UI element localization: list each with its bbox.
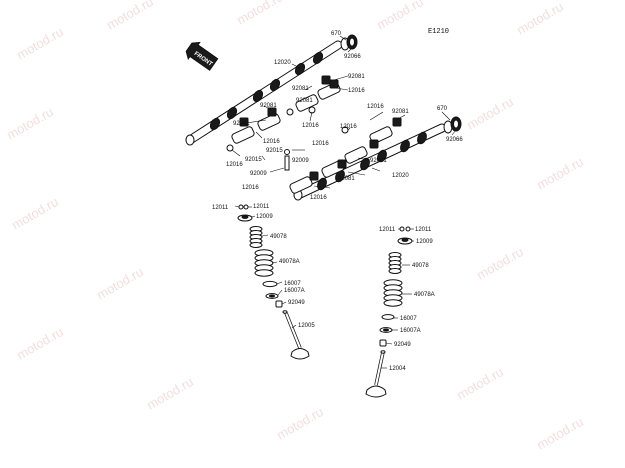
watermark-text: motod.ru bbox=[4, 104, 56, 143]
part-label-12011: 12011 bbox=[415, 227, 432, 233]
diagram-code: E1210 bbox=[428, 28, 449, 36]
part-label-12016: 12016 bbox=[367, 104, 384, 110]
part-label-670: 670 bbox=[331, 31, 342, 37]
part-label-92081: 92081 bbox=[260, 103, 277, 109]
watermark-text: motod.ru bbox=[514, 0, 566, 38]
part-label-92066: 92066 bbox=[446, 137, 463, 143]
camshaft-cap-upper bbox=[340, 34, 358, 51]
part-labels: 670 92066 12020 92081 92081 12016 92081 … bbox=[212, 31, 463, 372]
watermark-text: motod.ru bbox=[374, 0, 426, 33]
valve-assembly-left bbox=[237, 204, 310, 360]
part-label-92081: 92081 bbox=[370, 158, 387, 164]
camshaft-lower bbox=[293, 123, 447, 201]
part-label-92009: 92009 bbox=[292, 158, 309, 164]
valve-spring-inner-left bbox=[249, 226, 263, 248]
part-label-92081: 92081 bbox=[392, 109, 409, 115]
part-label-92049: 92049 bbox=[288, 300, 305, 306]
part-label-12009: 12009 bbox=[256, 214, 273, 220]
watermark-text: motod.ru bbox=[94, 264, 146, 303]
watermark-text: motod.ru bbox=[104, 0, 156, 33]
intake-valve bbox=[365, 350, 387, 398]
watermark-text: motod.ru bbox=[534, 414, 586, 453]
valve-spring-outer-left bbox=[254, 249, 274, 277]
part-label-12016: 12016 bbox=[312, 141, 329, 147]
part-label-12005: 12005 bbox=[298, 323, 315, 329]
part-label-12004: 12004 bbox=[389, 366, 406, 372]
part-label-92009: 92009 bbox=[250, 171, 267, 177]
part-label-92066: 92066 bbox=[344, 54, 361, 60]
watermark-text: motod.ru bbox=[274, 404, 326, 443]
watermark-text: motod.ru bbox=[14, 324, 66, 363]
part-label-92015: 92015 bbox=[245, 157, 262, 163]
part-label-92015: 92015 bbox=[266, 148, 283, 154]
part-label-49078A: 49078A bbox=[279, 259, 300, 265]
front-arrow-icon: FRONT bbox=[185, 41, 219, 71]
part-label-12016: 12016 bbox=[226, 162, 243, 168]
part-label-92049: 92049 bbox=[394, 342, 411, 348]
part-label-92081: 92081 bbox=[292, 86, 309, 92]
part-label-92081: 12016 bbox=[310, 195, 327, 201]
leader-lines bbox=[231, 35, 457, 369]
part-label-49078: 49078 bbox=[412, 263, 429, 269]
part-label-12009: 12009 bbox=[416, 239, 433, 245]
watermark-text: motod.ru bbox=[534, 154, 586, 193]
watermark-text: motod.ru bbox=[144, 374, 196, 413]
exhaust-valve bbox=[282, 310, 310, 360]
part-label-12016: 12016 bbox=[348, 88, 365, 94]
part-label-16007A: 16007A bbox=[284, 288, 305, 294]
part-label-49078: 49078 bbox=[270, 234, 287, 240]
part-label-16007: 16007 bbox=[400, 316, 417, 322]
part-label-12016: 12016 bbox=[302, 123, 319, 129]
part-label-12020: 12020 bbox=[392, 173, 409, 179]
watermark-text: motod.ru bbox=[474, 244, 526, 283]
valve-spring-outer-right bbox=[383, 279, 403, 307]
part-label-12020: 12020 bbox=[274, 60, 291, 66]
part-label-16007A: 16007A bbox=[400, 328, 421, 334]
watermark-text: motod.ru bbox=[9, 194, 61, 233]
part-label-92081: 92081 bbox=[233, 121, 250, 127]
part-label-12016: 12016 bbox=[242, 185, 259, 191]
part-label-670: 670 bbox=[437, 106, 448, 112]
part-label-92081: 92081 bbox=[338, 176, 355, 182]
part-label-49078A: 49078A bbox=[414, 292, 435, 298]
part-label-16007: 16007 bbox=[284, 281, 301, 287]
part-label-12011: 12011 bbox=[379, 227, 396, 233]
part-label-12011: 12011 bbox=[253, 204, 270, 210]
camshaft-cap-lower bbox=[443, 116, 462, 134]
watermark-text: motod.ru bbox=[14, 24, 66, 63]
part-label-12016: 12016 bbox=[263, 139, 280, 145]
valve-spring-inner-right bbox=[388, 252, 402, 274]
part-label-92081: 92081 bbox=[296, 98, 313, 104]
watermark-text: motod.ru bbox=[454, 364, 506, 403]
part-label-12011: 12011 bbox=[212, 205, 229, 211]
watermark-text: motod.ru bbox=[464, 94, 516, 133]
watermark-text: motod.ru bbox=[234, 0, 286, 28]
camshaft-upper bbox=[185, 40, 343, 146]
rocker-arm-group-upper bbox=[226, 75, 341, 152]
rocker-arm-group-lower bbox=[284, 117, 402, 194]
part-label-92081: 92081 bbox=[348, 74, 365, 80]
part-label-12016: 12016 bbox=[340, 124, 357, 130]
